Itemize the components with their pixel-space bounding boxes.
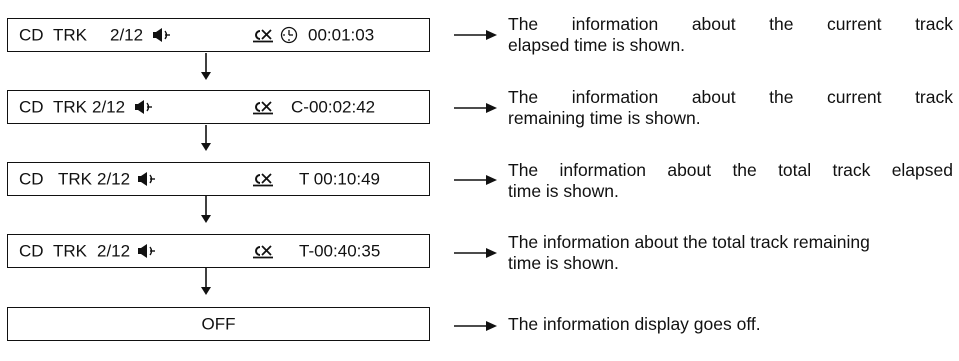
trk-label: TRK [53, 97, 87, 117]
source-label: CD [19, 169, 44, 189]
description-remaining-current: The information about the current track … [508, 87, 953, 129]
description-line: time is shown. [508, 253, 619, 273]
description-elapsed-total: The information about the total track el… [508, 160, 953, 202]
track-number: 2/12 [97, 169, 131, 189]
description-elapsed-current: The information about the current track … [508, 14, 953, 56]
source-label: CD [19, 241, 44, 261]
trk-label: TRK [53, 25, 87, 45]
description-line: time is shown. [508, 181, 619, 201]
down-arrow-2 [201, 125, 211, 151]
trk-label: TRK [53, 241, 87, 261]
display-box-remaining-total: CD TRK 2/12 T-00:40:35 [7, 234, 430, 268]
right-arrow-2 [454, 103, 497, 113]
description-line: The information about the total track re… [508, 232, 870, 252]
time-readout: C-00:02:42 [291, 97, 376, 117]
display-box-elapsed-current: CD TRK 2/12 00:01:03 [7, 18, 430, 52]
time-readout: 00:01:03 [308, 25, 375, 45]
trk-label: TRK [58, 169, 92, 189]
source-label: CD [19, 97, 44, 117]
cd-cancel-icon [253, 29, 273, 43]
cd-cancel-icon [253, 245, 273, 259]
speaker-icon [135, 100, 152, 114]
speaker-icon [138, 244, 155, 258]
right-arrow-4 [454, 248, 497, 258]
description-line: remaining time is shown. [508, 108, 701, 128]
speaker-icon [138, 172, 155, 186]
description-line: The information display goes off. [508, 314, 761, 334]
cd-cancel-icon [253, 173, 273, 187]
track-number: 2/12 [92, 97, 126, 117]
description-line: The information about the total track el… [508, 160, 953, 180]
cd-cancel-icon [253, 101, 273, 115]
down-arrow-3 [201, 196, 211, 223]
time-readout: T 00:10:49 [299, 169, 380, 189]
time-readout: T-00:40:35 [299, 241, 381, 261]
right-arrow-3 [454, 175, 497, 185]
down-arrow-4 [201, 268, 211, 295]
right-arrow-5 [454, 321, 497, 331]
track-number: 2/12 [97, 241, 131, 261]
description-line: elapsed time is shown. [508, 35, 686, 55]
clock-icon [280, 26, 298, 44]
description-line: The information about the current track [508, 14, 953, 34]
down-arrow-1 [201, 53, 211, 80]
speaker-icon [153, 28, 170, 42]
source-label: CD [19, 25, 44, 45]
display-box-remaining-current: CD TRK 2/12 C-00:02:42 [7, 90, 430, 124]
description-remaining-total: The information about the total track re… [508, 232, 953, 274]
description-line: The information about the current track [508, 87, 953, 107]
display-box-off: OFF [7, 307, 430, 341]
track-number: 2/12 [110, 25, 144, 45]
off-label: OFF [201, 314, 236, 334]
right-arrow-1 [454, 30, 497, 40]
description-off: The information display goes off. [508, 314, 953, 335]
display-box-elapsed-total: CD TRK 2/12 T 00:10:49 [7, 162, 430, 196]
